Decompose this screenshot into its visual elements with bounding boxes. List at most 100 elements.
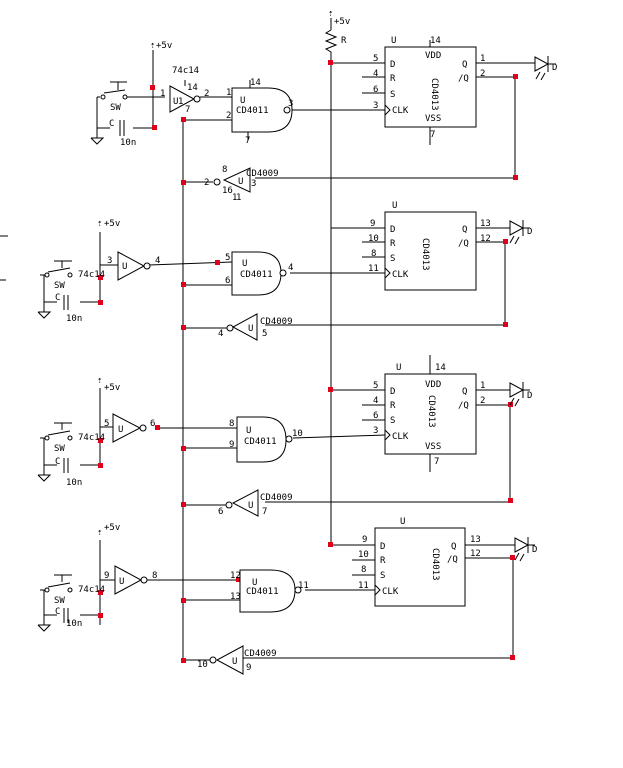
- ground-icon: [37, 311, 52, 319]
- pin-label: 8: [371, 249, 376, 259]
- pin-name: CLK: [392, 270, 409, 280]
- pin-name: R: [390, 74, 396, 84]
- led: D: [514, 537, 537, 562]
- vcc-arrow-icon: ⇡: [97, 219, 102, 229]
- pin-label: 14: [187, 83, 198, 93]
- pin-label: 10: [368, 234, 379, 244]
- vcc-label: +5v: [104, 523, 120, 533]
- pin-name: Q: [451, 542, 456, 552]
- pin-label: 12: [480, 234, 491, 244]
- unit-label: U: [246, 426, 251, 436]
- pin-label: 8: [361, 565, 366, 575]
- pin-label: 2: [204, 178, 209, 188]
- pin-label: 5: [373, 54, 378, 64]
- vcc-label: +5v: [156, 41, 172, 51]
- pin-label: 3: [251, 179, 256, 189]
- pin-label: 4: [373, 69, 378, 79]
- led-label: D: [552, 63, 557, 73]
- pin-name: VSS: [425, 114, 441, 124]
- pin-label: 3: [373, 426, 378, 436]
- resistor-label: R: [341, 36, 347, 46]
- buffer-gate: U CD4009 6 7: [218, 489, 293, 517]
- schmitt-inverter: U 5 6: [104, 413, 155, 443]
- pin-label: 8: [229, 419, 234, 429]
- pin-name: /Q: [447, 555, 458, 565]
- switch-label: SW: [110, 103, 121, 113]
- capacitor: C 10n: [55, 607, 82, 629]
- flipflop: U VDD 14 D R S CLK Q /Q VSS 7 5 4 6 3 1 …: [362, 36, 485, 145]
- switch[interactable]: SW: [100, 81, 128, 113]
- pin-label: 11: [358, 581, 369, 591]
- pin-label: 5: [373, 381, 378, 391]
- switch[interactable]: SW: [44, 574, 73, 606]
- chip-name: CD4013: [420, 238, 430, 271]
- supply-resistor: ⇡ +5v R: [324, 9, 350, 56]
- section-2: ⇡ +5v SW 74c14 C 10n U 3 4 U: [37, 201, 532, 341]
- switch[interactable]: SW: [44, 422, 73, 454]
- pin-name: /Q: [458, 401, 469, 411]
- vcc-arrow-icon: ⇡: [328, 9, 333, 19]
- capacitor: C 10n: [55, 457, 82, 488]
- switch[interactable]: SW: [44, 260, 73, 291]
- pin-name: /Q: [458, 74, 469, 84]
- pin-label: 5: [225, 253, 230, 263]
- section-3: ⇡ +5v SW 74c14 C 10n U 5 6 U: [37, 355, 532, 517]
- chip-name: CD4011: [236, 106, 269, 116]
- pin-name: S: [390, 90, 395, 100]
- pin-label: 9: [246, 663, 251, 673]
- pin-label: 10: [292, 429, 303, 439]
- pin-label: 2: [204, 89, 209, 99]
- pin-label: 3: [288, 99, 293, 109]
- cap-value: 10n: [66, 314, 82, 324]
- led: D: [509, 382, 532, 407]
- vcc-arrow-icon: ⇡: [97, 376, 102, 386]
- pin-label: 2: [480, 396, 485, 406]
- pin-label: 8: [152, 571, 157, 581]
- pin-label: 4: [155, 256, 160, 266]
- nand-gate: U CD4011 5 6 4: [225, 251, 293, 296]
- cap-label: C: [55, 457, 60, 467]
- unit-label: U: [240, 96, 245, 106]
- pin-name: D: [390, 387, 395, 397]
- unit-label: U: [248, 501, 253, 511]
- led-label: D: [532, 545, 537, 555]
- pin-name: /Q: [458, 239, 469, 249]
- pin-name: S: [390, 254, 395, 264]
- unit-label: U: [248, 324, 253, 334]
- section-4: ⇡ +5v SW 74c14 C 10n U 9 8 U: [37, 517, 537, 675]
- pin-label: 6: [150, 419, 155, 429]
- pin-label: 3: [107, 256, 112, 266]
- pin-label: 7: [430, 130, 435, 140]
- unit-label: U: [119, 577, 124, 587]
- vcc-arrow-icon: ⇡: [150, 41, 155, 51]
- pin-name: VDD: [425, 51, 441, 61]
- pin-label: 2: [226, 111, 231, 121]
- nand-gate: U CD4011 1 2 3 14 7: [226, 78, 293, 146]
- pin-label: 2: [480, 69, 485, 79]
- cap-label: C: [55, 293, 60, 303]
- led: D: [509, 220, 532, 245]
- pin-label: 7: [245, 136, 250, 146]
- pin-label: 12: [230, 571, 241, 581]
- chip-name: 74c14: [172, 66, 199, 76]
- pin-label: 9: [362, 535, 367, 545]
- pin-label: 1: [178, 97, 183, 107]
- pin-label: 1: [480, 381, 485, 391]
- cap-value: 10n: [66, 478, 82, 488]
- vcc-label: +5v: [334, 17, 350, 27]
- chip-name: CD4011: [246, 587, 279, 597]
- pin-label: 10: [197, 660, 208, 670]
- pin-name: VDD: [425, 380, 441, 390]
- chip-name: 74c14: [78, 585, 105, 595]
- capacitor: C 10n: [55, 293, 82, 324]
- pin-name: CLK: [392, 106, 409, 116]
- pin-label: 4: [288, 263, 293, 273]
- pin-label: 9: [104, 571, 109, 581]
- pin-label: 1: [226, 88, 231, 98]
- chip-name: CD4013: [429, 78, 439, 111]
- unit-label: U: [392, 201, 397, 211]
- pin-name: S: [380, 571, 385, 581]
- pin-name: R: [390, 239, 396, 249]
- nand-gate: U CD4011 12 13 11: [230, 569, 309, 613]
